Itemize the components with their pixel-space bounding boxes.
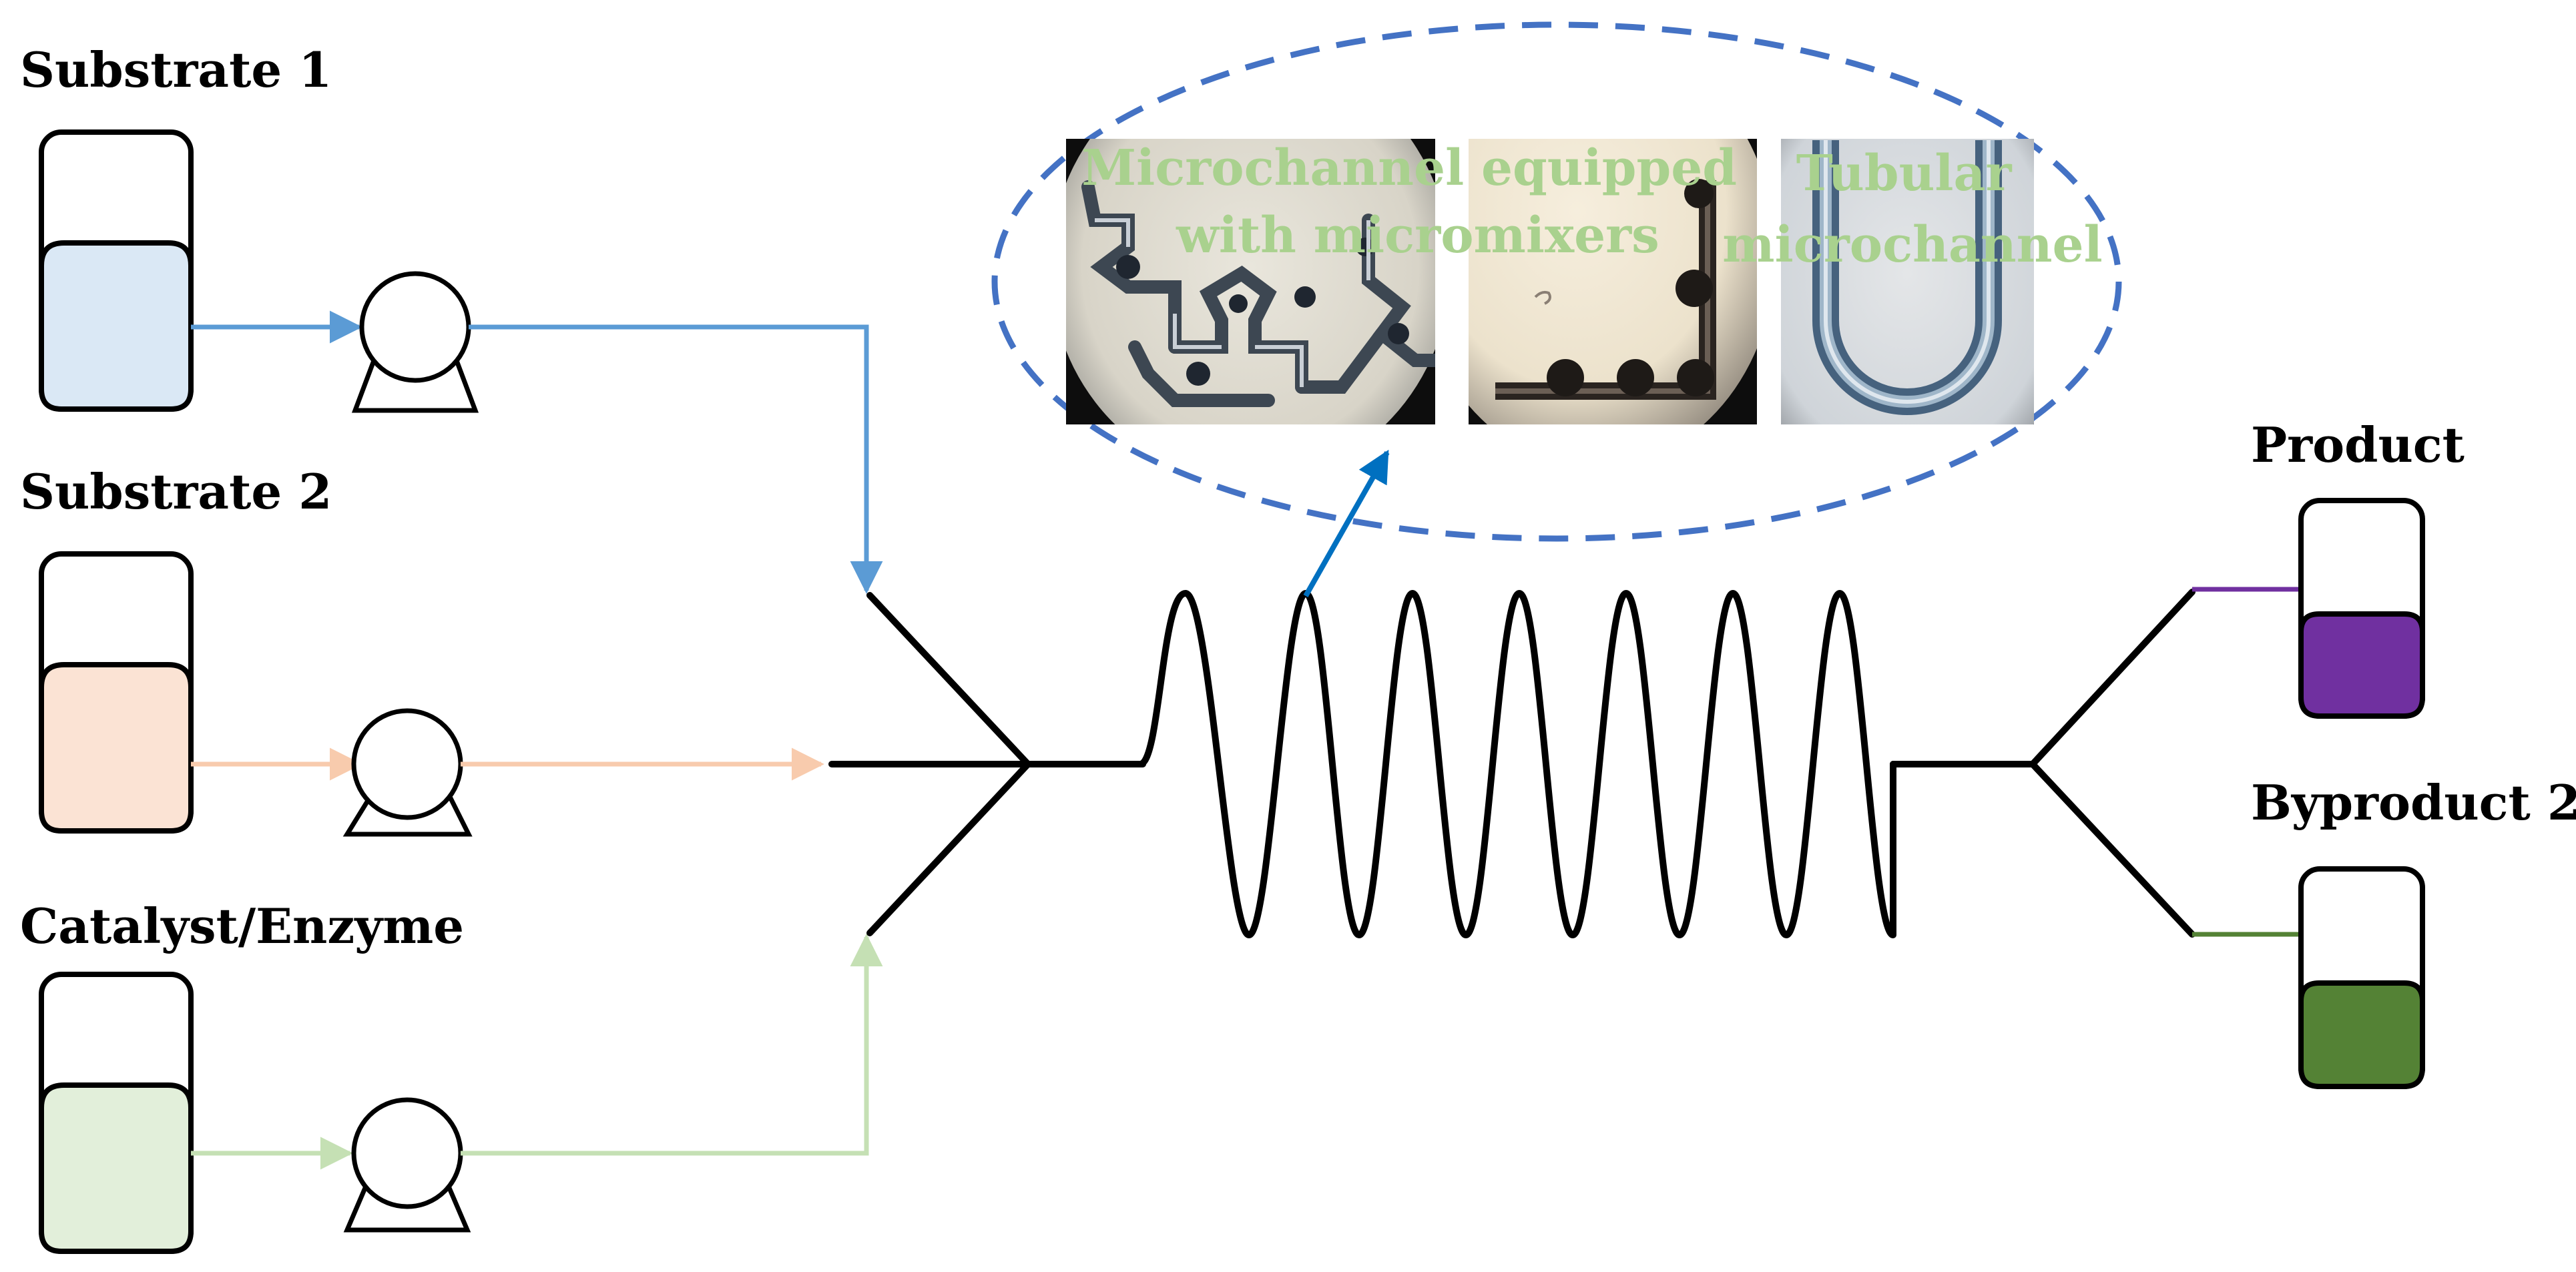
substrate-2-label: Substrate 2 xyxy=(20,463,332,520)
catalyst-pump-outlet xyxy=(461,934,883,1156)
channel-corner-photo xyxy=(1469,139,1757,424)
mixing-junction xyxy=(828,592,1146,936)
product-vessel-icon xyxy=(2298,498,2425,719)
substrate-1-reservoir-icon xyxy=(39,129,194,412)
substrate-1-pump-outlet xyxy=(469,324,883,594)
inset-pointer-arrow xyxy=(1303,449,1390,597)
tubular-caption-line-1: Tubular xyxy=(1796,145,2013,202)
substrate-1-label: Substrate 1 xyxy=(20,41,332,98)
microchannel-inset-border xyxy=(991,21,2122,542)
catalyst-enzyme-label: Catalyst/Enzyme xyxy=(20,898,464,954)
pump-2-icon xyxy=(342,708,473,837)
byproduct-vessel-icon xyxy=(2298,866,2425,1089)
catalyst-enzyme-reservoir-icon xyxy=(39,972,194,1254)
coiled-reactor-icon xyxy=(1138,590,1900,938)
tubular-caption: Tubular microchannel xyxy=(1722,145,2102,274)
pump-3-icon xyxy=(343,1097,471,1233)
product-label: Product xyxy=(2251,416,2465,473)
pump-1-icon xyxy=(351,271,479,413)
micromixer-caption: Microchannel equipped with micromixers xyxy=(1081,139,1754,264)
byproduct-2-label: Byproduct 2 xyxy=(2251,774,2576,831)
tubular-caption-line-2: microchannel xyxy=(1722,216,2102,274)
substrate-2-reservoir-icon xyxy=(39,551,194,834)
tubular-microchannel-photo xyxy=(1781,139,2034,424)
micromixer-caption-line-1: Microchannel equipped xyxy=(1081,139,1737,197)
outlet-split xyxy=(1890,589,2196,938)
micromixer-channel-photo xyxy=(1066,139,1435,424)
micromixer-caption-line-2: with micromixers xyxy=(1176,207,1659,264)
